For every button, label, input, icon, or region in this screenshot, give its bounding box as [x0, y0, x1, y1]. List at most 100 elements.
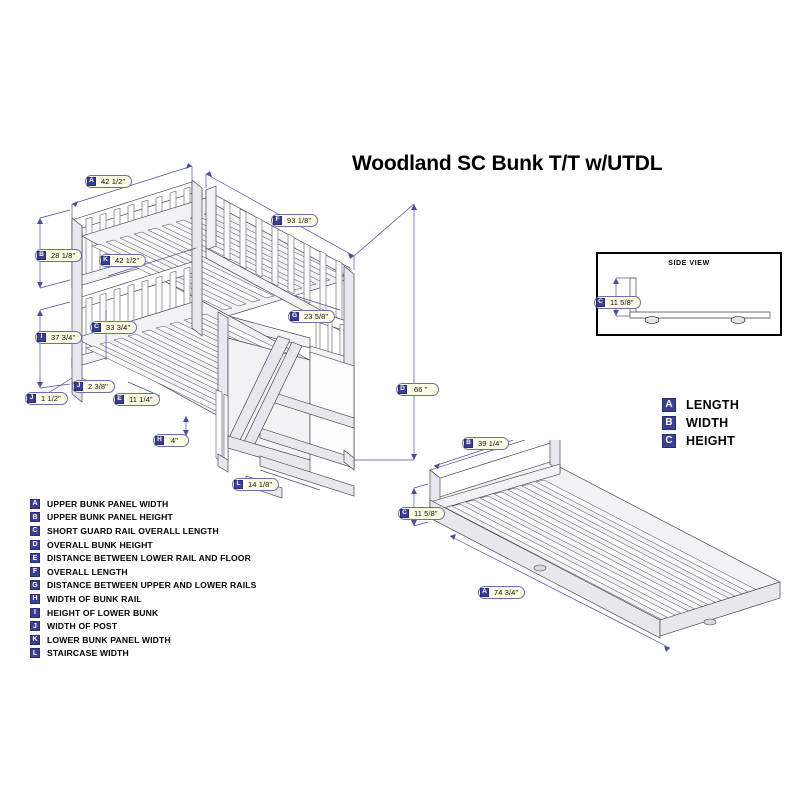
- legend-label: DISTANCE BETWEEN UPPER AND LOWER RAILS: [47, 580, 257, 591]
- callout-c-side-view-height: C 11 5/8": [594, 296, 641, 309]
- callout-tag: G: [290, 312, 299, 321]
- callout-h-width-of-bunk-rail: H 4": [153, 434, 190, 447]
- callout-j-width-of-post-upper: J 2 3/8": [72, 380, 115, 393]
- legend-label: STAIRCASE WIDTH: [47, 648, 129, 659]
- abc-label: HEIGHT: [686, 434, 736, 448]
- callout-tag: H: [155, 436, 164, 445]
- trundle-illustration: [411, 440, 781, 652]
- abc-item-height: C HEIGHT: [662, 432, 739, 450]
- callout-tag: B: [464, 439, 473, 448]
- legend-badge: K: [30, 634, 40, 645]
- abc-label: WIDTH: [686, 416, 729, 430]
- page-title: Woodland SC Bunk T/T w/UTDL: [352, 152, 663, 175]
- callout-l-staircase-width: L 14 1/8": [232, 478, 280, 491]
- callout-e-distance-lower-rail-floor: E 11 1/4": [113, 393, 160, 406]
- callout-tag: A: [87, 177, 96, 186]
- callout-tag: J: [74, 382, 83, 391]
- callout-value: 42 1/2": [115, 256, 140, 265]
- legend-label: WIDTH OF BUNK RAIL: [47, 593, 142, 604]
- callout-f-overall-length: F 93 1/8": [271, 214, 319, 227]
- abc-badge: B: [662, 416, 676, 430]
- legend-label: LOWER BUNK PANEL WIDTH: [47, 634, 171, 645]
- callout-value: 11 1/4": [129, 395, 153, 404]
- callout-value: 74 3/4": [494, 588, 519, 597]
- legend-badge: B: [30, 512, 40, 523]
- callout-value: 14 1/8": [248, 480, 273, 489]
- callout-tag: A: [480, 588, 489, 597]
- legend-label: SHORT GUARD RAIL OVERALL LENGTH: [47, 525, 219, 536]
- legend-item-h: H WIDTH OF BUNK RAIL: [30, 592, 257, 606]
- legend-item-j: J WIDTH OF POST: [30, 619, 257, 633]
- bunk-bed-illustration: [37, 163, 417, 499]
- legend-item-b: B UPPER BUNK PANEL HEIGHT: [30, 511, 257, 525]
- callout-value: 93 1/8": [287, 216, 312, 225]
- legend-label: DISTANCE BETWEEN LOWER RAIL AND FLOOR: [47, 553, 251, 564]
- legend-badge: A: [30, 498, 40, 509]
- legend-label: UPPER BUNK PANEL WIDTH: [47, 498, 169, 509]
- abc-label: LENGTH: [686, 398, 740, 412]
- callout-value: 28 1/8": [51, 251, 76, 260]
- legend-item-d: D OVERALL BUNK HEIGHT: [30, 538, 257, 552]
- legend-badge: C: [30, 525, 40, 536]
- legend-badge: F: [30, 566, 40, 577]
- legend-badge: H: [30, 593, 40, 604]
- callout-value: 66 ": [414, 385, 428, 394]
- callout-tag: J: [27, 394, 36, 403]
- callout-tag: F: [273, 216, 282, 225]
- legend-item-c: C SHORT GUARD RAIL OVERALL LENGTH: [30, 524, 257, 538]
- abc-dimension-key: A LENGTH B WIDTH C HEIGHT: [662, 396, 739, 450]
- callout-value: 4": [171, 436, 179, 445]
- callout-k-lower-bunk-panel-width: K 42 1/2": [99, 254, 147, 267]
- legend-badge: D: [30, 539, 40, 550]
- dimension-legend: A UPPER BUNK PANEL WIDTH B UPPER BUNK PANE…: [30, 497, 257, 660]
- callout-tag: I: [37, 333, 46, 342]
- callout-d-overall-bunk-height: D 66 ": [396, 383, 439, 396]
- legend-label: OVERALL LENGTH: [47, 566, 128, 577]
- abc-item-width: B WIDTH: [662, 414, 739, 432]
- callout-value: 11 5/8": [610, 298, 634, 307]
- legend-item-i: I HEIGHT OF LOWER BUNK: [30, 606, 257, 620]
- legend-item-g: G DISTANCE BETWEEN UPPER AND LOWER RAILS: [30, 579, 257, 593]
- callout-tag: L: [234, 480, 243, 489]
- callout-value: 23 5/8": [304, 312, 329, 321]
- legend-badge: E: [30, 553, 40, 564]
- callout-value: 1 1/2": [41, 394, 61, 403]
- legend-label: UPPER BUNK PANEL HEIGHT: [47, 512, 173, 523]
- callout-b-trundle-width: B 39 1/4": [462, 437, 510, 450]
- callout-tag: C: [400, 509, 409, 518]
- legend-badge: L: [30, 648, 40, 659]
- callout-value: 2 3/8": [88, 382, 108, 391]
- callout-j-width-of-post-lower: J 1 1/2": [25, 392, 68, 405]
- abc-badge: A: [662, 398, 676, 412]
- abc-item-length: A LENGTH: [662, 396, 739, 414]
- callout-tag: B: [37, 251, 46, 260]
- legend-item-f: F OVERALL LENGTH: [30, 565, 257, 579]
- callout-tag: K: [101, 256, 110, 265]
- callout-tag: C: [596, 298, 605, 307]
- legend-badge: I: [30, 607, 40, 618]
- callout-tag: C: [92, 323, 101, 332]
- legend-item-l: L STAIRCASE WIDTH: [30, 647, 257, 661]
- callout-value: 42 1/2": [101, 177, 126, 186]
- callout-c-trundle-height: C 11 5/8": [398, 507, 445, 520]
- callout-g-distance-upper-lower-rails: G 23 5/8": [288, 310, 336, 323]
- callout-b-upper-bunk-panel-height: B 28 1/8": [35, 249, 83, 262]
- callout-tag: D: [398, 385, 407, 394]
- callout-tag: E: [115, 395, 124, 404]
- callout-value: 33 3/4": [106, 323, 131, 332]
- callout-a-trundle-length: A 74 3/4": [478, 586, 526, 599]
- legend-label: WIDTH OF POST: [47, 621, 118, 632]
- callout-value: 11 5/8": [414, 509, 438, 518]
- legend-label: HEIGHT OF LOWER BUNK: [47, 607, 159, 618]
- callout-c-short-guard-rail-length: C 33 3/4": [90, 321, 138, 334]
- legend-item-e: E DISTANCE BETWEEN LOWER RAIL AND FLOOR: [30, 551, 257, 565]
- legend-item-k: K LOWER BUNK PANEL WIDTH: [30, 633, 257, 647]
- callout-a-upper-bunk-panel-width: A 42 1/2": [85, 175, 133, 188]
- legend-label: OVERALL BUNK HEIGHT: [47, 539, 153, 550]
- legend-badge: G: [30, 580, 40, 591]
- legend-badge: J: [30, 621, 40, 632]
- abc-badge: C: [662, 434, 676, 448]
- callout-value: 39 1/4": [478, 439, 503, 448]
